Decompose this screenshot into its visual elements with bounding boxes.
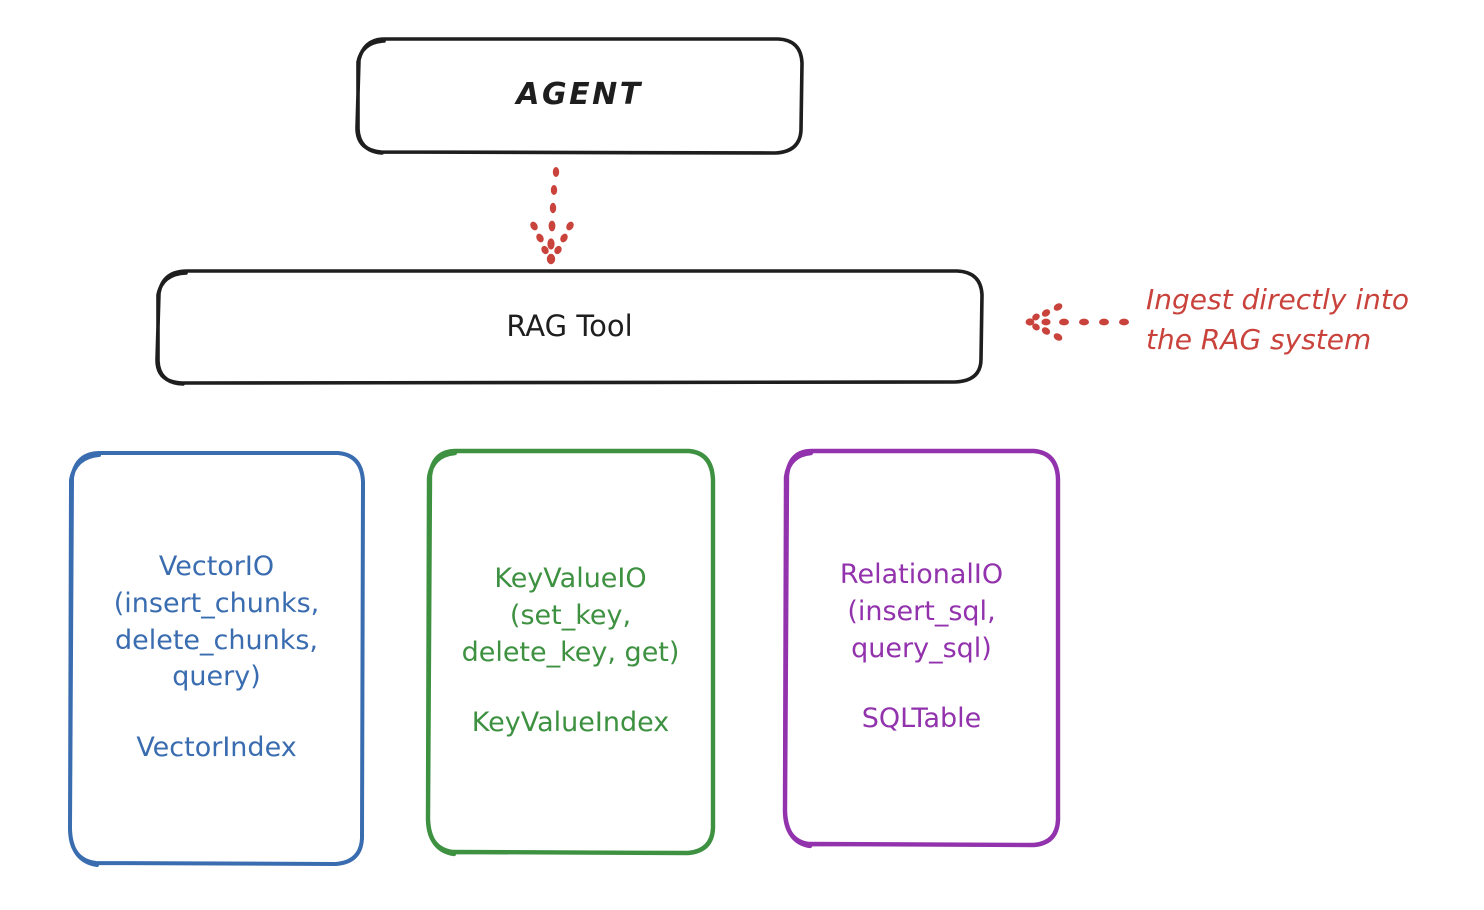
annotation-to-rag-arrow bbox=[1025, 303, 1129, 341]
agent-to-rag-arrow bbox=[530, 167, 574, 265]
vector-io-box[interactable] bbox=[68, 451, 365, 867]
keyvalue-io-box[interactable] bbox=[425, 448, 716, 857]
relational-io-box[interactable] bbox=[782, 448, 1061, 849]
agent-box[interactable] bbox=[355, 37, 804, 155]
rag-tool-box[interactable] bbox=[155, 269, 984, 386]
